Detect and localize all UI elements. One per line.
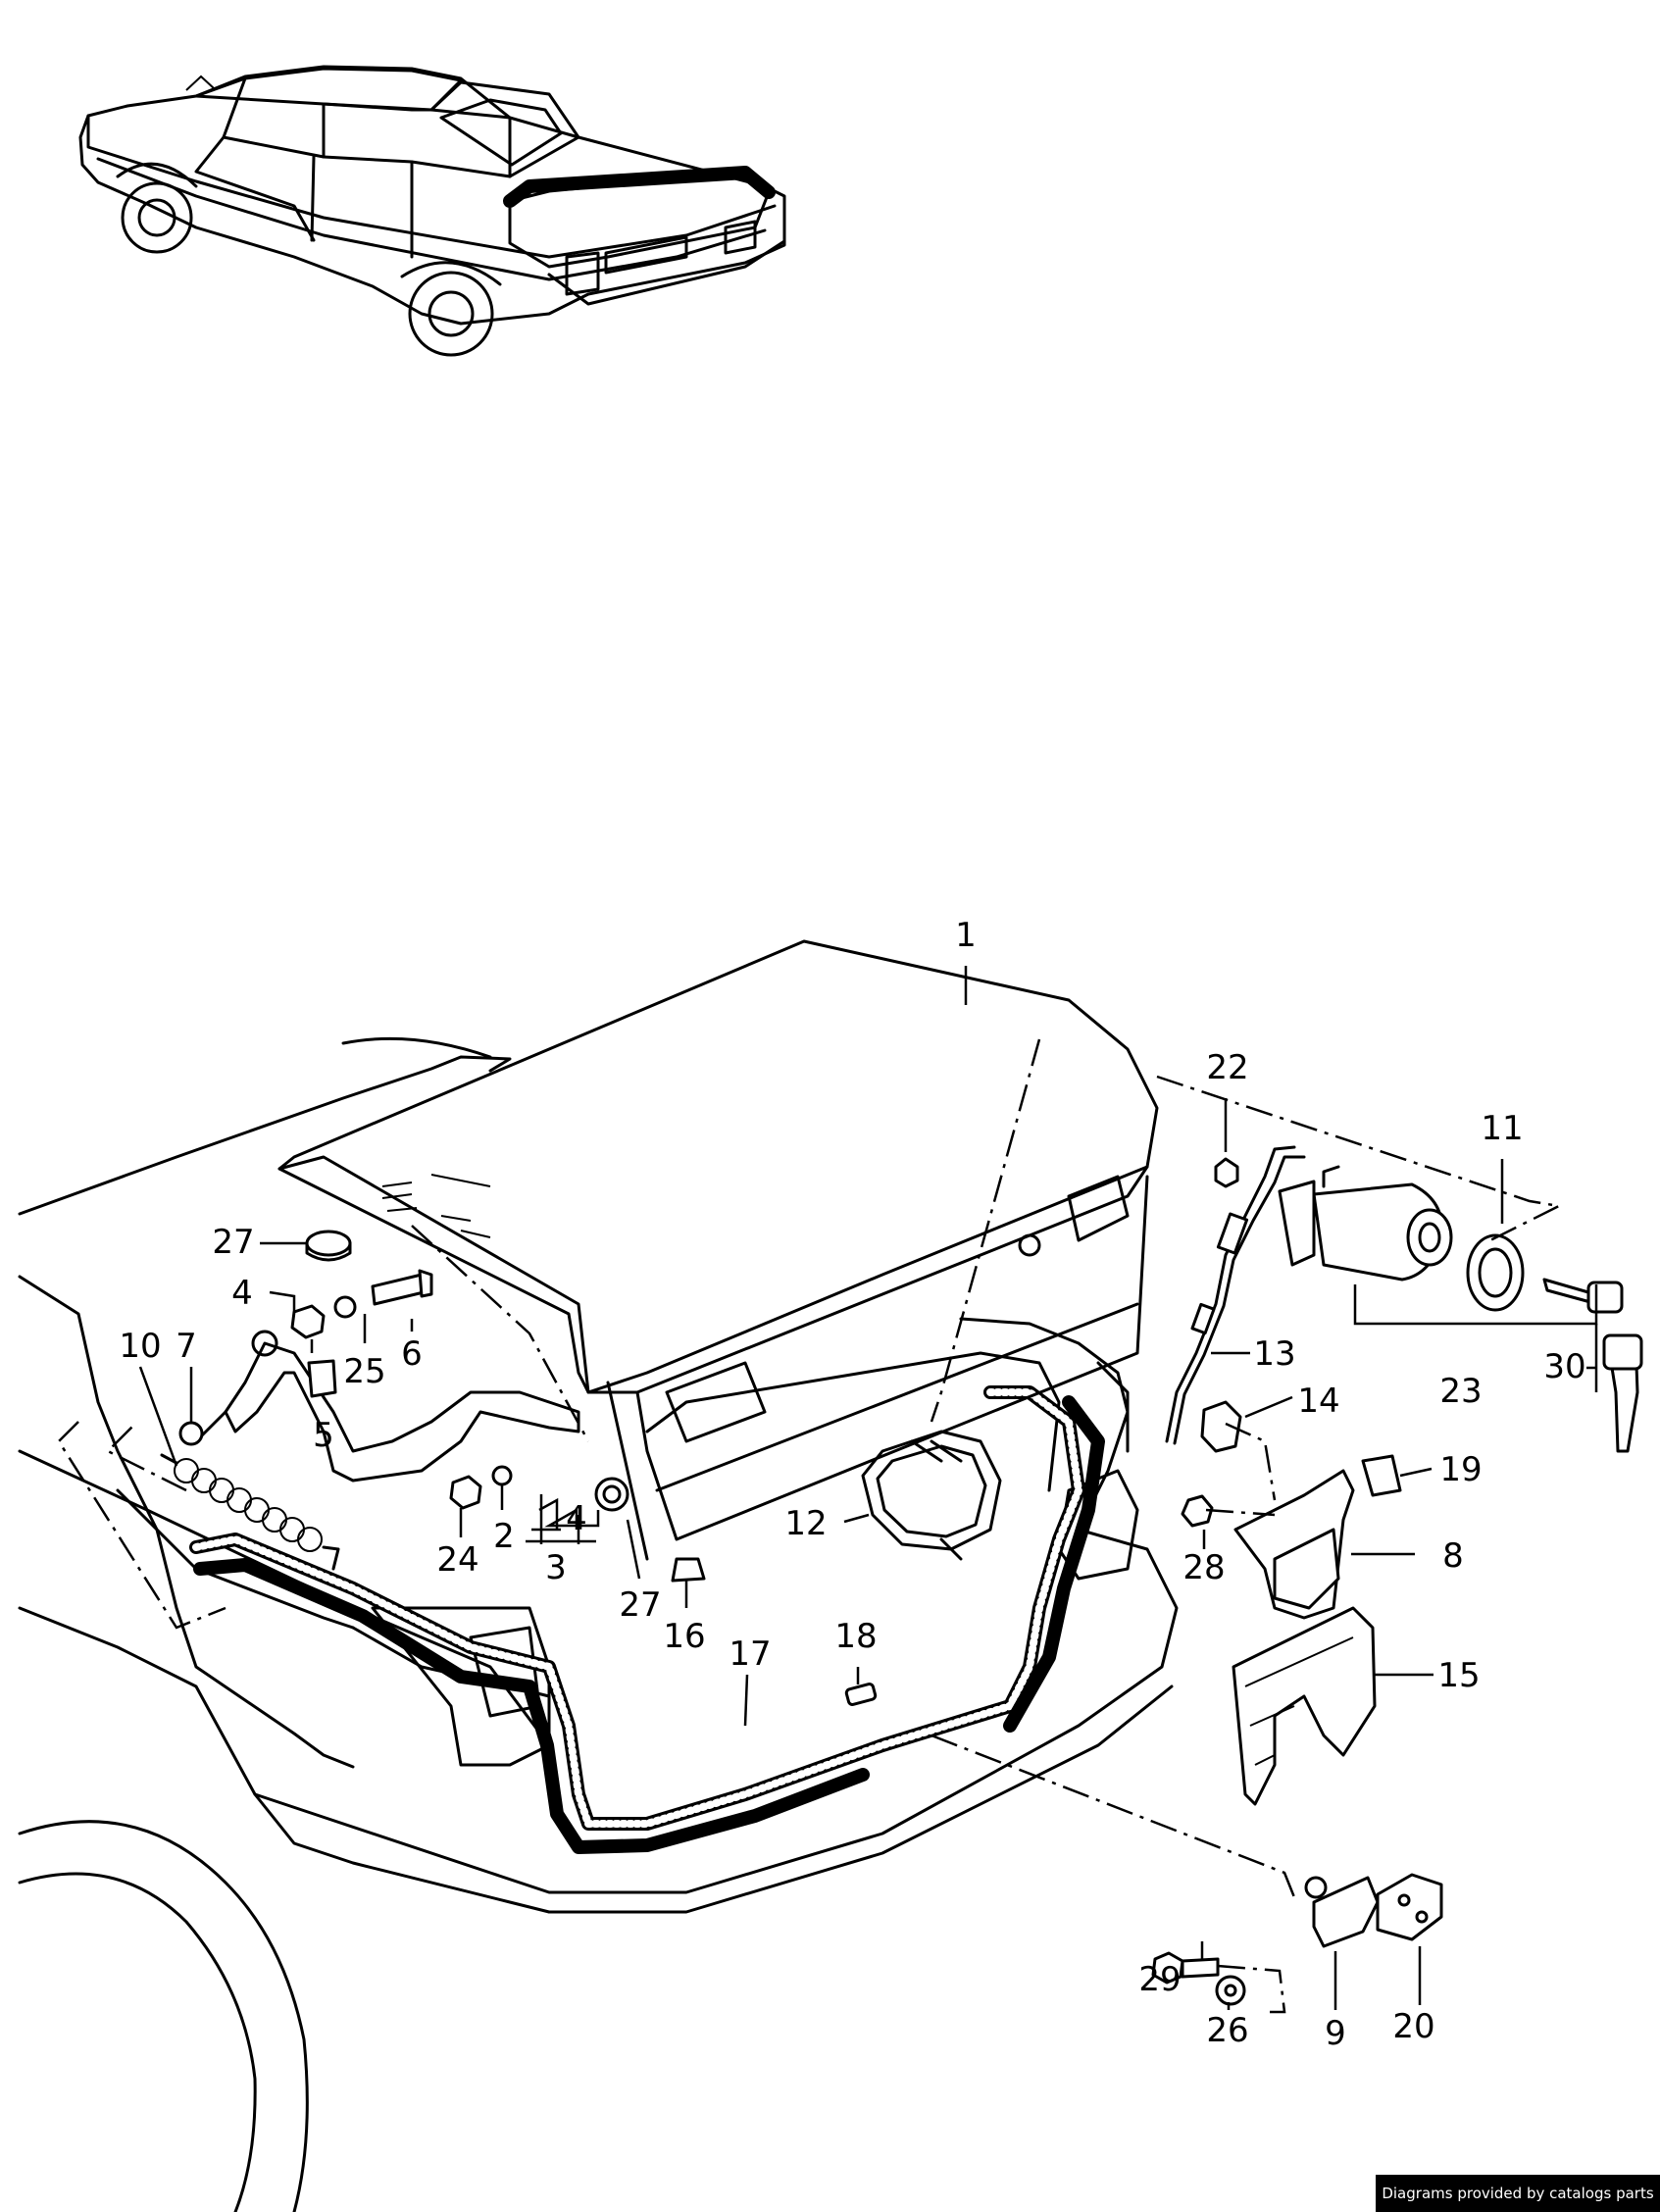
wiring-part-12 (861, 1430, 1002, 1561)
callout-11: 11 (1481, 1109, 1523, 1148)
callout-4-lower: 4 (566, 1499, 587, 1538)
callout-23: 23 (1439, 1372, 1482, 1411)
release-cable-part-13 (1165, 1145, 1306, 1445)
callout-26: 26 (1206, 2011, 1248, 2050)
callout-6: 6 (401, 1334, 423, 1374)
lock-cylinder-part-23 (1214, 1157, 1643, 1453)
callout-25: 25 (343, 1352, 385, 1391)
fastener-parts-left (178, 1230, 706, 1583)
pin-part-18 (844, 1683, 878, 1706)
callout-29: 29 (1138, 1960, 1181, 1999)
callout-2: 2 (493, 1517, 515, 1556)
callout-28: 28 (1182, 1548, 1225, 1587)
callout-16: 16 (663, 1617, 705, 1656)
hinge-and-spring-part-10 (160, 1330, 580, 1571)
trunk-lid-part-1 (277, 939, 1159, 1561)
callout-9: 9 (1325, 2014, 1346, 2053)
callout-5: 5 (313, 1416, 334, 1455)
callout-17: 17 (729, 1634, 771, 1674)
callout-1: 1 (955, 916, 977, 955)
callout-12: 12 (784, 1504, 827, 1543)
callout-8: 8 (1442, 1536, 1464, 1576)
latch-assembly-part-8 (1181, 1400, 1402, 1806)
callout-24: 24 (436, 1540, 478, 1580)
callout-10: 10 (119, 1327, 161, 1366)
callout-20: 20 (1392, 2007, 1434, 2046)
callout-3: 3 (545, 1548, 567, 1587)
callout-27-upper: 27 (212, 1223, 254, 1262)
callout-leader-lines (138, 966, 1598, 2010)
trunk-seal-part-17 (189, 1385, 1105, 1854)
overview-car-illustration (78, 65, 786, 357)
alignment-lines (57, 1038, 1563, 2014)
callout-18: 18 (834, 1617, 877, 1656)
callout-14: 14 (1297, 1382, 1339, 1421)
callout-7: 7 (176, 1327, 197, 1366)
credit-footer: Diagrams provided by catalogs parts (1376, 2175, 1660, 2212)
callout-4-upper: 4 (231, 1274, 253, 1313)
callout-22: 22 (1206, 1048, 1248, 1087)
callout-15: 15 (1437, 1656, 1480, 1695)
callout-13: 13 (1253, 1334, 1295, 1374)
striker-assembly-part-9 (1151, 1873, 1443, 2006)
callout-30: 30 (1543, 1347, 1585, 1386)
part-callouts: 1 22 11 13 30 23 14 19 8 28 15 29 26 9 2… (119, 916, 1585, 2053)
callout-27-lower: 27 (619, 1585, 661, 1625)
callout-19: 19 (1439, 1450, 1482, 1489)
